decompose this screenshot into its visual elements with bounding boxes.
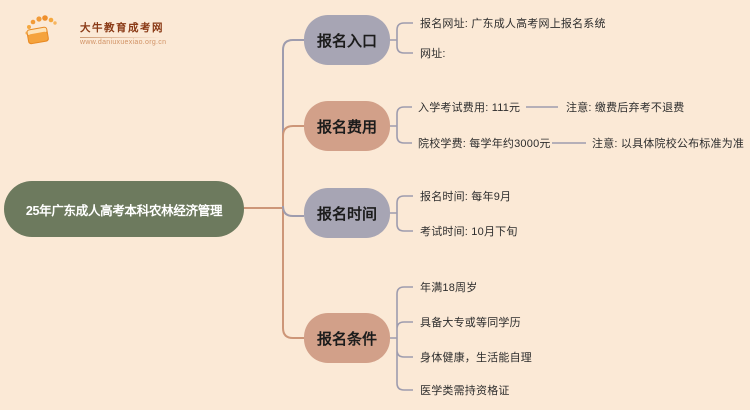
leaf-exam-fee: 入学考试费用: 111元: [418, 102, 521, 114]
branch-node-time: 报名时间: [304, 188, 390, 238]
logo-text-block: 大牛教育成考网 www.daniuxuexiao.org.cn: [80, 20, 166, 46]
leaf-entry-website: 报名网址: 广东成人高考网上报名系统: [420, 18, 606, 30]
note-connector-lines: [526, 106, 586, 144]
bracket-time: [390, 195, 413, 232]
connector-branch-fees: [282, 125, 304, 208]
leaf-exam-time: 考试时间: 10月下旬: [420, 226, 518, 238]
note-tuition: 注意: 以具体院校公布标准为准: [592, 138, 745, 150]
leaf-education-requirement: 具备大专或等同学历: [420, 317, 521, 329]
leaf-registration-time: 报名时间: 每年9月: [420, 191, 512, 203]
logo-divider: [80, 37, 162, 38]
branch-node-entry: 报名入口: [304, 15, 390, 65]
connector-branch-entry: [282, 39, 304, 208]
leaf-medical-requirement: 医学类需持资格证: [420, 385, 510, 397]
logo-title: 大牛教育成考网: [80, 22, 164, 34]
logo-url: www.daniuxuexiao.org.cn: [80, 39, 167, 46]
connector-branch-conditions: [282, 208, 304, 339]
logo: 大牛教育成考网 www.daniuxuexiao.org.cn: [22, 12, 166, 52]
root-node: 25年广东成人高考本科农林经济管理: [4, 181, 244, 237]
branch-node-fees: 报名费用: [304, 101, 390, 151]
connector-branch-time: [282, 205, 304, 217]
bracket-conditions: [390, 286, 413, 391]
branch-node-conditions: 报名条件: [304, 313, 390, 363]
leaf-entry-url: 网址:: [420, 48, 446, 60]
bracket-entry: [390, 22, 413, 54]
note-exam-fee: 注意: 缴费后弃考不退费: [566, 102, 685, 114]
logo-book-icon: [25, 15, 57, 45]
bracket-fees: [390, 106, 412, 144]
leaf-tuition: 院校学费: 每学年约3000元: [418, 138, 551, 150]
leaf-age-requirement: 年满18周岁: [420, 282, 478, 294]
leaf-health-requirement: 身体健康，生活能自理: [420, 352, 532, 364]
